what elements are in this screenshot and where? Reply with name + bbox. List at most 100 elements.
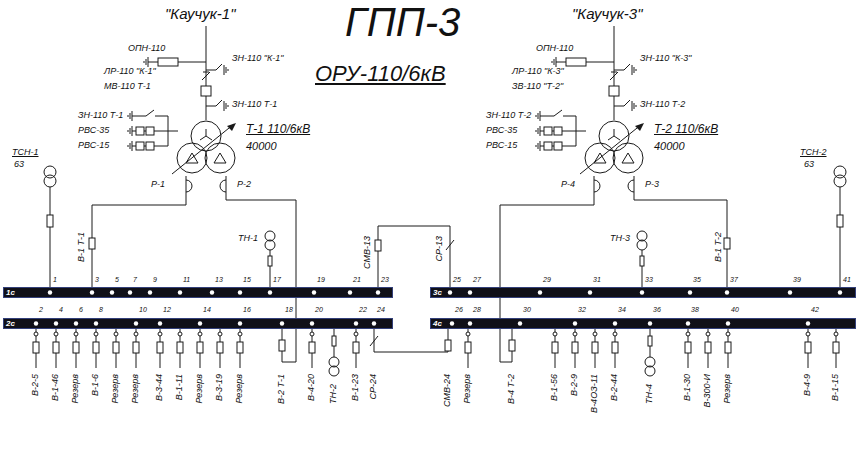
cell-dot (648, 321, 652, 325)
cell-dot (158, 321, 162, 325)
bus-bar (430, 318, 856, 329)
cell-dot (148, 290, 152, 294)
ground-symbol (130, 128, 131, 134)
reactor-label: Р-2 (236, 180, 252, 190)
cell-dot (726, 321, 730, 325)
arrester-symbol (544, 142, 552, 150)
arrester-symbol (136, 142, 144, 150)
equipment-label: СР-24 (369, 374, 379, 400)
neutral-line (168, 131, 178, 132)
ground-symbol (226, 67, 227, 73)
fuse-symbol (837, 215, 843, 227)
equipment-label: РВС-35 (486, 126, 517, 136)
equipment-label: В-4-20 (307, 374, 317, 401)
terminal-dot (593, 332, 597, 336)
bus-section: 1с (3, 287, 393, 298)
terminal-dot (218, 332, 222, 336)
cell-dot (640, 290, 644, 294)
equipment-label: ЗН-110 Т-1 (78, 111, 123, 121)
regulation-arrow (172, 124, 234, 174)
equipment-label: ТН-3 (610, 234, 630, 244)
ground-symbol (536, 145, 537, 147)
breaker-symbol (612, 342, 618, 353)
ground-symbol (128, 145, 129, 147)
cell-number: 24 (377, 306, 385, 314)
breaker-symbol (309, 342, 315, 353)
ground-symbol (128, 130, 129, 132)
ground-symbol (226, 103, 227, 109)
cell-dot (178, 290, 182, 294)
transformer-name: Т-1 110/6кВ (246, 122, 310, 136)
winding-mark (614, 136, 620, 140)
arrester-symbol (554, 142, 562, 150)
cell-number: 23 (381, 276, 389, 284)
wire (206, 106, 216, 107)
fuse-symbol (332, 336, 336, 346)
feeder-line (50, 187, 51, 287)
cell-number: 16 (243, 306, 251, 314)
breaker-symbol (509, 340, 515, 351)
ground-symbol (130, 143, 131, 149)
cell-number: 30 (523, 306, 531, 314)
disconnector-symbol (610, 72, 618, 80)
breaker-symbol (724, 238, 730, 249)
breaker-symbol (93, 342, 99, 353)
cell-dot (686, 321, 690, 325)
transformer-drawing (170, 120, 242, 176)
breaker-symbol (177, 342, 183, 353)
arrester-symbol (146, 127, 154, 135)
ground-symbol (146, 59, 147, 65)
cell-number: 41 (843, 276, 851, 284)
cell-dot (34, 321, 38, 325)
terminal-dot (834, 332, 838, 336)
transformer-name: Т-2 110/6кВ (654, 122, 718, 136)
cell-dot (688, 290, 692, 294)
winding-symbol (645, 366, 655, 376)
equipment-label: СМВ-24 (443, 374, 453, 407)
cell-number: 10 (139, 306, 147, 314)
cell-dot (210, 290, 214, 294)
cell-dot (238, 290, 242, 294)
equipment-label: В-4-9 (803, 374, 813, 396)
cell-number: 42 (811, 306, 819, 314)
cell-number: 36 (653, 306, 661, 314)
arrester-symbol (566, 58, 586, 66)
terminal-dot (158, 332, 162, 336)
cell-dot (48, 290, 52, 294)
disconnector-symbol (203, 72, 209, 73)
reactor-label: Р-1 (150, 180, 166, 190)
cell-dot (725, 290, 729, 294)
terminal-dot (354, 332, 358, 336)
ground-symbol (636, 105, 637, 107)
ground-symbol (538, 143, 539, 149)
cell-number: 17 (273, 276, 281, 284)
arrester-symbol (136, 127, 144, 135)
equipment-label: ТСН-2 (800, 148, 827, 158)
cell-dot (518, 321, 522, 325)
cell-number: 21 (353, 276, 361, 284)
bus-connection (226, 176, 296, 362)
bus-connection (374, 329, 448, 352)
cell-number: 32 (578, 306, 586, 314)
winding-symbol (834, 175, 846, 187)
breaker-symbol (445, 340, 451, 351)
cell-number: 11 (183, 276, 190, 284)
winding-mark (622, 153, 634, 163)
cell-number: 2 (39, 306, 43, 314)
cell-dot (588, 290, 592, 294)
bus-connection (634, 176, 727, 287)
switch-blade (216, 64, 222, 70)
ground-symbol (632, 65, 633, 75)
cell-dot (110, 290, 114, 294)
equipment-label: РВС-15 (486, 141, 517, 151)
equipment-label: ОПН-110 (128, 44, 165, 54)
bus-name: 4с (433, 318, 442, 329)
transformer-drawing (578, 120, 650, 176)
switch-blade (554, 110, 562, 116)
breaker-symbol (53, 342, 59, 353)
bus-connection (92, 176, 186, 287)
ground-symbol (552, 61, 553, 63)
terminal-dot (114, 332, 118, 336)
reactor-label: Р-4 (560, 180, 576, 190)
terminal-dot (198, 332, 202, 336)
